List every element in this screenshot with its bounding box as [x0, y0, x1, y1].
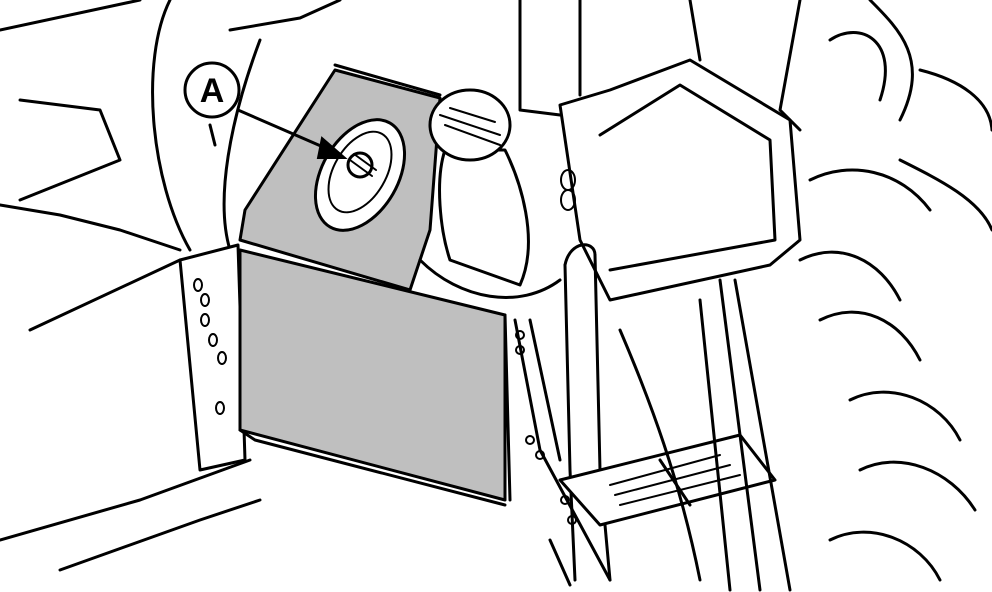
- air-intake: [418, 88, 562, 299]
- rear-tire: [618, 0, 992, 592]
- side-frame-panel: [178, 243, 247, 472]
- callout-a-label: A: [200, 72, 225, 110]
- left-fender: [0, 0, 342, 572]
- callout-a-circle: [183, 61, 241, 119]
- fuel-cap: [313, 118, 407, 232]
- callout-a-arrowhead: [316, 136, 348, 159]
- callout-a: A: [183, 61, 348, 159]
- callout-a-leader: [236, 108, 332, 152]
- side-rail: [513, 318, 612, 587]
- cab-step-structure: [518, 0, 802, 302]
- fuel-tank-front: [238, 248, 507, 502]
- handrail: [563, 243, 612, 582]
